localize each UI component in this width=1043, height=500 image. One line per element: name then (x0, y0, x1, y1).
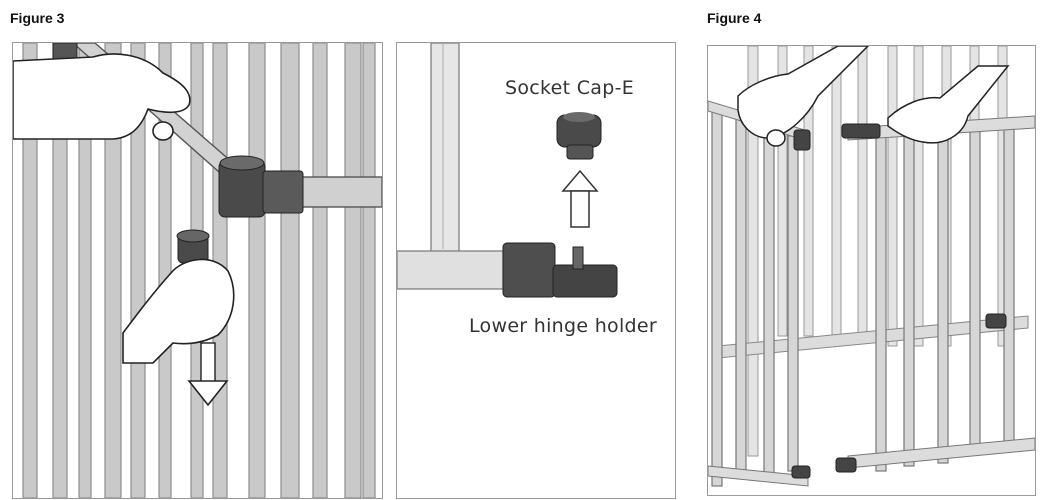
lower-hinge-holder-part (502, 242, 618, 298)
down-arrow-icon (187, 342, 229, 407)
figure-3-title: Figure 3 (10, 10, 65, 26)
upper-hand (13, 53, 191, 141)
socket-cap-label: Socket Cap-E (505, 77, 635, 99)
hinge-connector (218, 155, 304, 218)
hinge-detail-drawing (397, 43, 618, 298)
playpen-assembly-drawing (708, 46, 1035, 487)
figure-3-illustration (12, 42, 383, 499)
socket-cap-e-part (556, 112, 602, 160)
up-arrow-icon (561, 169, 599, 228)
hands (737, 46, 1010, 147)
playpen-frame-drawing (13, 43, 382, 498)
figure-3-detail: Socket Cap-E Lower hinge holder (396, 42, 676, 499)
connector-parts (791, 123, 1007, 479)
lower-hinge-holder-label: Lower hinge holder (469, 315, 658, 337)
socket-cap-part (176, 229, 210, 264)
lower-hand (122, 258, 235, 364)
figure-4-illustration (707, 45, 1036, 496)
figure-4-title: Figure 4 (707, 10, 762, 26)
